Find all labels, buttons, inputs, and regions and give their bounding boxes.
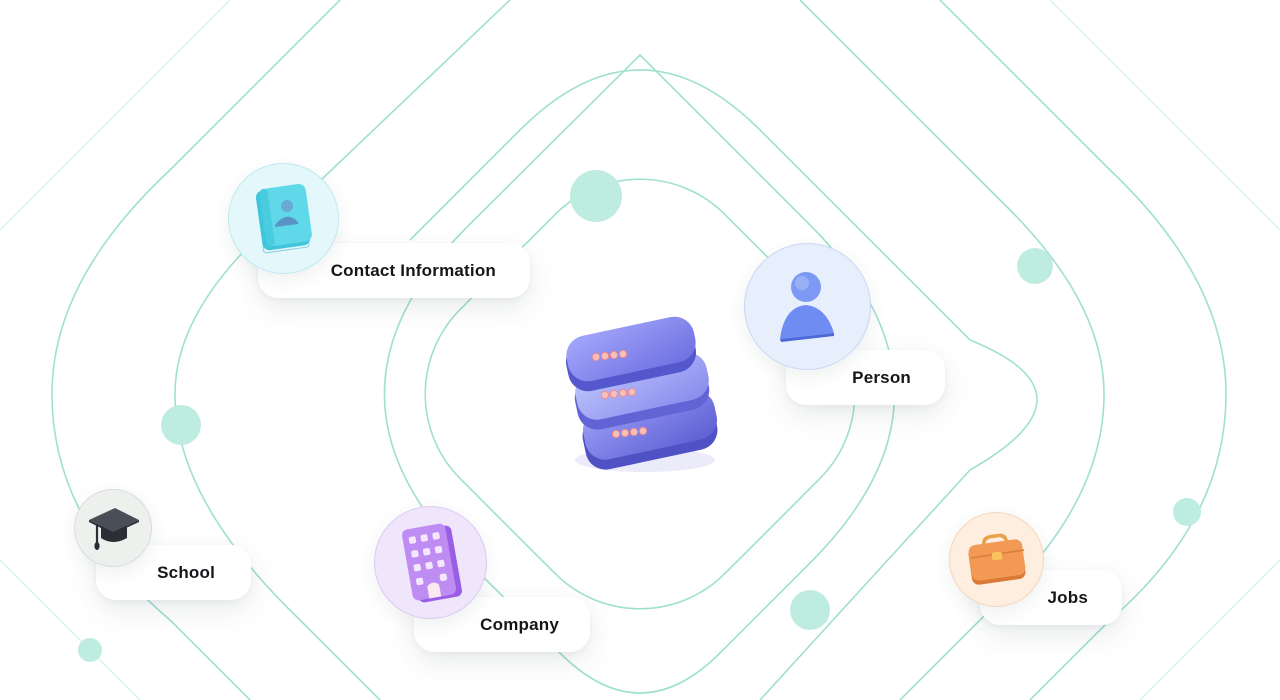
decor-dot	[78, 638, 102, 662]
office-building-icon	[401, 523, 462, 602]
decor-dot	[1173, 498, 1201, 526]
decor-dot	[161, 405, 201, 445]
node-label: Jobs	[1047, 587, 1088, 607]
decor-dot	[790, 590, 830, 630]
jobs-badge	[949, 512, 1044, 607]
school-badge	[74, 489, 152, 567]
decor-dot	[570, 170, 622, 222]
contact-badge	[228, 163, 339, 274]
node-contact-information[interactable]: Contact Information	[258, 243, 530, 298]
node-label: Contact Information	[330, 260, 496, 280]
contact-book-icon	[255, 183, 312, 253]
node-label: Person	[852, 367, 911, 387]
database-server-icon	[565, 316, 718, 472]
person-icon	[779, 271, 834, 342]
briefcase-icon	[968, 533, 1025, 585]
person-badge	[744, 243, 871, 370]
company-badge	[374, 506, 487, 619]
node-label: Company	[480, 614, 559, 634]
decor-dot	[1017, 248, 1053, 284]
graduation-cap-icon	[89, 508, 139, 550]
node-label: School	[157, 562, 215, 582]
